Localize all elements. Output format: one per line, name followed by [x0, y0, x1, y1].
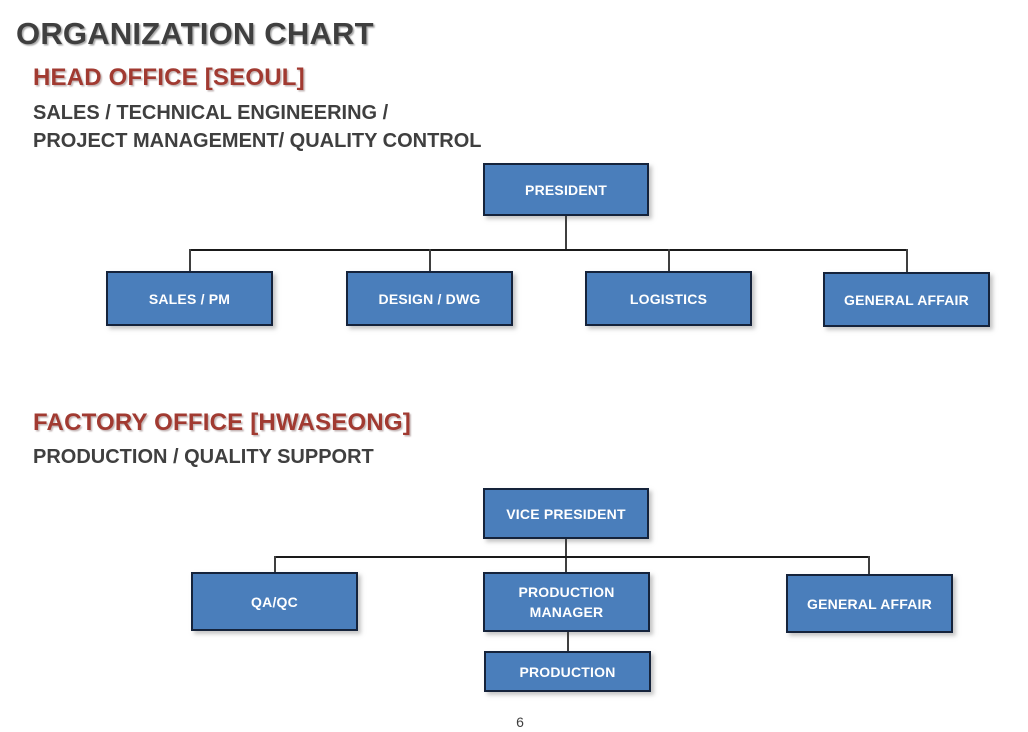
connector-vice-president-bus	[274, 556, 870, 558]
org-node-production[interactable]: PRODUCTION	[484, 651, 651, 692]
connector-president-stem	[565, 216, 567, 250]
connector-drop-qa-qc	[274, 556, 276, 572]
org-node-president[interactable]: PRESIDENT	[483, 163, 649, 216]
section-subheading-head-office: SALES / TECHNICAL ENGINEERING / PROJECT …	[33, 102, 482, 152]
connector-drop-general-affair-factory	[868, 556, 870, 574]
org-node-design-dwg[interactable]: DESIGN / DWG	[346, 271, 513, 326]
org-node-logistics[interactable]: LOGISTICS	[585, 271, 752, 326]
org-node-sales-pm[interactable]: SALES / PM	[106, 271, 273, 326]
page-number: 6	[516, 714, 524, 730]
section-heading-head-office: HEAD OFFICE [SEOUL]	[33, 64, 305, 91]
org-node-general-affair-factory-office[interactable]: GENERAL AFFAIR	[786, 574, 953, 633]
org-node-vice-president[interactable]: VICE PRESIDENT	[483, 488, 649, 539]
connector-drop-logistics	[668, 249, 670, 272]
org-node-general-affair-head-office[interactable]: GENERAL AFFAIR	[823, 272, 990, 327]
connector-drop-general-affair-head	[906, 249, 908, 272]
org-node-production-manager[interactable]: PRODUCTION MANAGER	[483, 572, 650, 632]
connector-president-bus	[189, 249, 907, 251]
section-heading-factory-office: FACTORY OFFICE [HWASEONG]	[33, 409, 411, 436]
connector-drop-sales-pm	[189, 249, 191, 272]
connector-production-stem	[567, 632, 569, 651]
connector-drop-design-dwg	[429, 249, 431, 272]
section-subheading-factory-office: PRODUCTION / QUALITY SUPPORT	[33, 446, 374, 468]
page-title: ORGANIZATION CHART	[16, 16, 374, 51]
connector-vice-president-stem	[565, 539, 567, 572]
org-node-qa-qc[interactable]: QA/QC	[191, 572, 358, 631]
